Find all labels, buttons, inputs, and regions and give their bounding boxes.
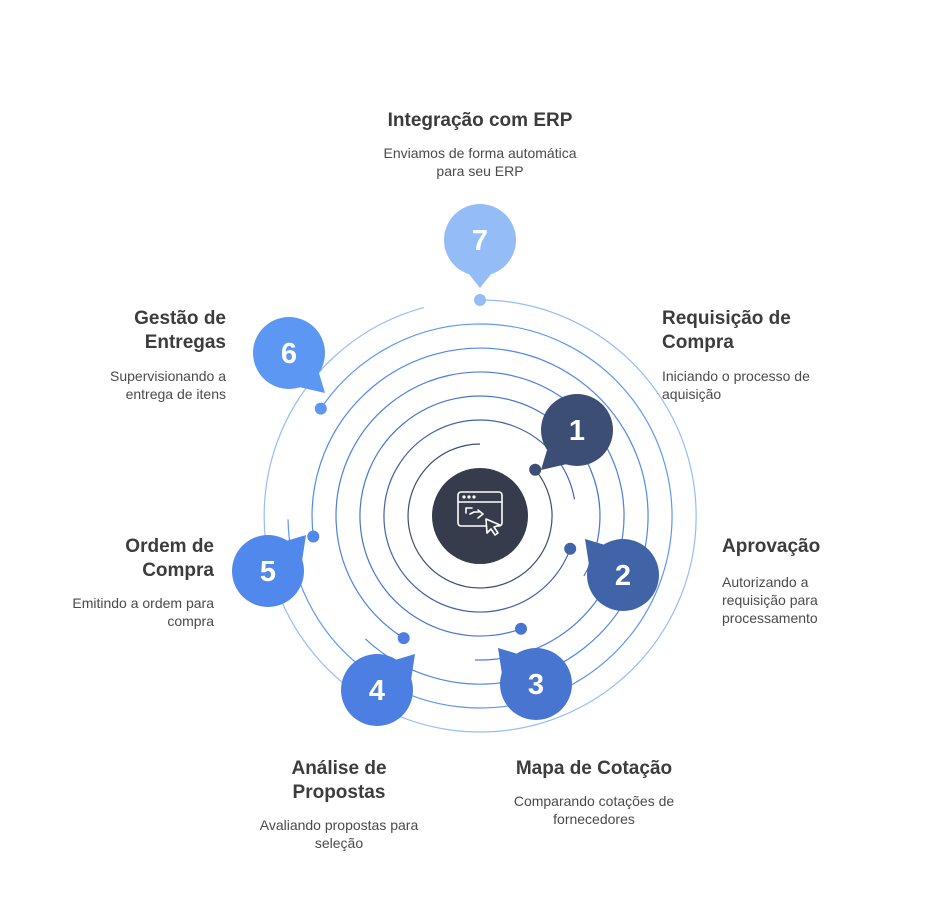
step-bubble-5[interactable]: 5 xyxy=(232,535,306,607)
bubble-tail xyxy=(498,648,518,674)
step-title-1: Requisição de xyxy=(662,308,791,329)
step-number: 2 xyxy=(615,560,631,592)
bubble-tail xyxy=(541,450,567,470)
step-arc-3 xyxy=(359,395,601,637)
step-marker-4 xyxy=(397,632,410,645)
bubble-tail xyxy=(299,373,325,393)
step-bubble-3[interactable]: 3 xyxy=(498,648,572,720)
step-title-5: Compra xyxy=(142,560,214,581)
step-marker-5 xyxy=(307,530,320,543)
step-number: 1 xyxy=(569,415,585,447)
step-number: 5 xyxy=(260,556,276,588)
step-title-6: Entregas xyxy=(145,332,226,353)
step-description-2: processamento xyxy=(722,610,818,626)
step-description-1: aquisição xyxy=(662,386,721,402)
step-description-3: Comparando cotações de xyxy=(514,793,675,809)
step-description-7: para seu ERP xyxy=(436,163,523,179)
step-title-5: Ordem de xyxy=(125,536,214,557)
browser-cursor-icon xyxy=(457,491,503,536)
bubble-circle xyxy=(444,204,516,276)
bubble-circle xyxy=(587,539,659,611)
step-arc-2 xyxy=(383,419,576,613)
step-marker-3 xyxy=(515,622,527,635)
step-title-4: Propostas xyxy=(293,782,386,803)
step-description-1: Iniciando o processo de xyxy=(662,368,810,384)
step-description-5: compra xyxy=(167,613,214,629)
step-title-2: Aprovação xyxy=(722,536,820,557)
bubble-tail xyxy=(468,273,492,288)
bubble-tail xyxy=(395,654,415,680)
step-marker-1 xyxy=(529,463,542,476)
bubble-circle xyxy=(232,535,304,607)
step-arc-7 xyxy=(263,299,697,733)
step-description-6: Supervisionando a xyxy=(110,368,226,384)
step-number: 4 xyxy=(369,675,385,707)
step-bubble-6[interactable]: 6 xyxy=(253,317,325,393)
center-hub xyxy=(432,468,528,564)
step-number: 6 xyxy=(281,338,297,370)
step-marker-7 xyxy=(474,294,486,306)
step-title-6: Gestão de xyxy=(134,308,226,329)
step-arc-1 xyxy=(407,443,553,589)
step-bubble-7[interactable]: 7 xyxy=(444,204,516,288)
step-title-7: Integração com ERP xyxy=(388,110,573,131)
step-description-3: fornecedores xyxy=(553,811,635,827)
bubble-circle xyxy=(500,648,572,720)
step-description-4: Avaliando propostas para xyxy=(260,817,419,833)
bubble-circle xyxy=(341,654,413,726)
bubble-circle xyxy=(253,317,325,389)
step-bubble-4[interactable]: 4 xyxy=(341,654,415,726)
step-title-4: Análise de xyxy=(291,758,386,779)
step-description-2: Autorizando a xyxy=(722,574,809,590)
step-description-6: entrega de itens xyxy=(126,386,226,402)
concentric-arcs xyxy=(263,299,697,733)
step-description-2: requisição para xyxy=(722,592,818,608)
bubble-circle xyxy=(541,394,613,466)
step-marker-6 xyxy=(314,402,327,415)
step-number: 7 xyxy=(472,225,488,257)
step-description-7: Enviamos de forma automática xyxy=(384,145,577,161)
bubble-tail xyxy=(585,539,605,565)
step-number: 3 xyxy=(528,669,544,701)
step-bubble-1[interactable]: 1 xyxy=(541,394,613,470)
bubble-tail xyxy=(286,535,306,561)
step-marker-2 xyxy=(564,542,577,555)
step-arc-4 xyxy=(335,371,625,661)
step-description-5: Emitindo a ordem para xyxy=(72,595,214,611)
step-title-1: Compra xyxy=(662,332,734,353)
step-description-4: seleção xyxy=(315,835,363,851)
step-title-3: Mapa de Cotação xyxy=(516,758,672,779)
step-bubble-2[interactable]: 2 xyxy=(585,539,659,611)
